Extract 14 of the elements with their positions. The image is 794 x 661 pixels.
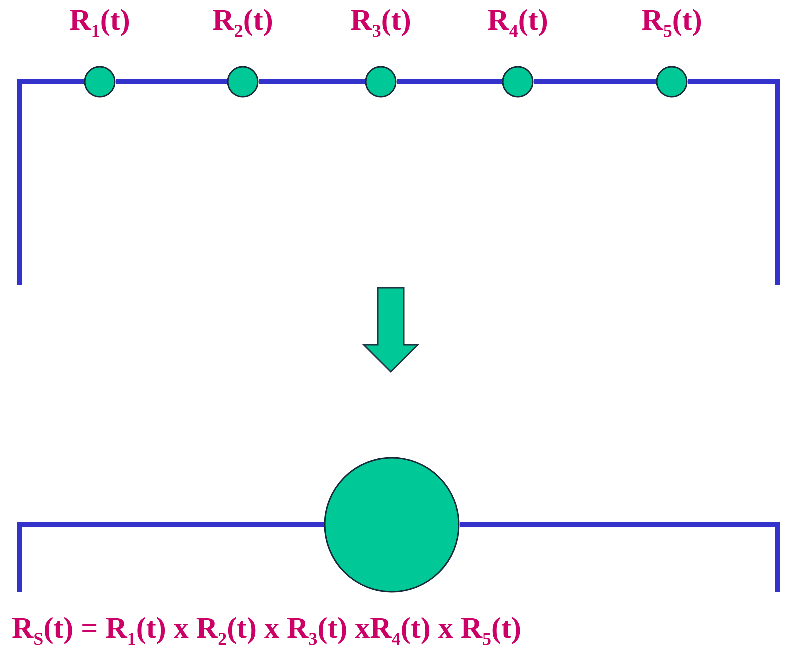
- component-label: R$_{1}$(t): [70, 4, 130, 43]
- reliability-formula: R$_{S}$(t) = R$_{1}$(t) x R$_{2}$(t) x R$_{3}$(t) xR$_{4}$(t) x R$_{5}$(t): [12, 612, 522, 651]
- component-label: R$_{4}$(t): [488, 4, 548, 43]
- wire-line: [397, 80, 502, 84]
- wire-line: [688, 80, 780, 285]
- component-label: R$_{3}$(t): [350, 4, 412, 43]
- wire-line: [18, 80, 84, 285]
- wire-line: [116, 80, 227, 84]
- component-label: R$_{2}$(t): [212, 4, 274, 43]
- wire-line: [18, 522, 324, 592]
- wire-line: [259, 80, 365, 84]
- component-label: R$_{5}$(t): [642, 4, 702, 43]
- wire-line: [460, 522, 780, 592]
- wire-line: [534, 80, 656, 84]
